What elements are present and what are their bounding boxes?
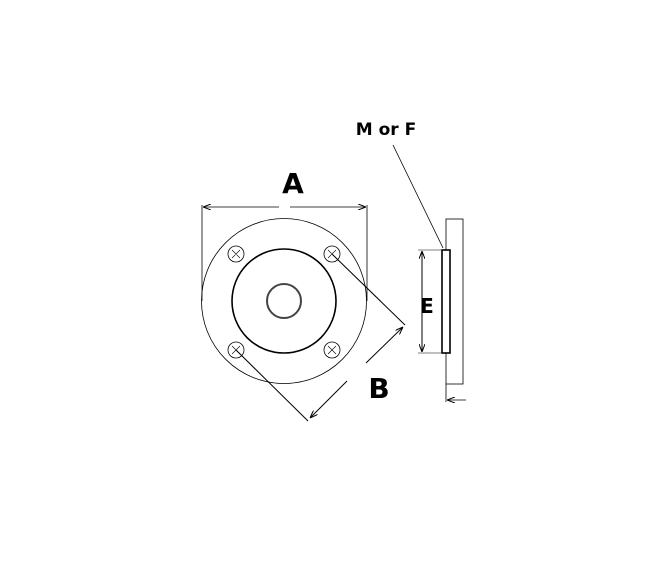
dimension-a [201,205,368,301]
label-b: B [368,372,389,405]
bolt-hole [227,341,245,359]
dimension-b [235,253,406,422]
thickness-dimension [445,384,466,402]
label-m-or-f: M or F [356,120,416,140]
bolt-hole [227,245,245,263]
outer-flange-circle [201,218,367,384]
label-e: E [420,294,434,318]
bolt-hole [323,245,341,263]
label-a: A [282,167,304,200]
bore-circle [266,283,302,319]
front-view [201,205,406,422]
m-or-f-leader [392,144,444,249]
side-view [392,144,466,402]
bolt-holes [227,245,341,359]
raised-face-side [441,249,451,354]
dimension-e [418,249,441,354]
bolt-hole [323,341,341,359]
raised-face-circle [231,248,337,354]
